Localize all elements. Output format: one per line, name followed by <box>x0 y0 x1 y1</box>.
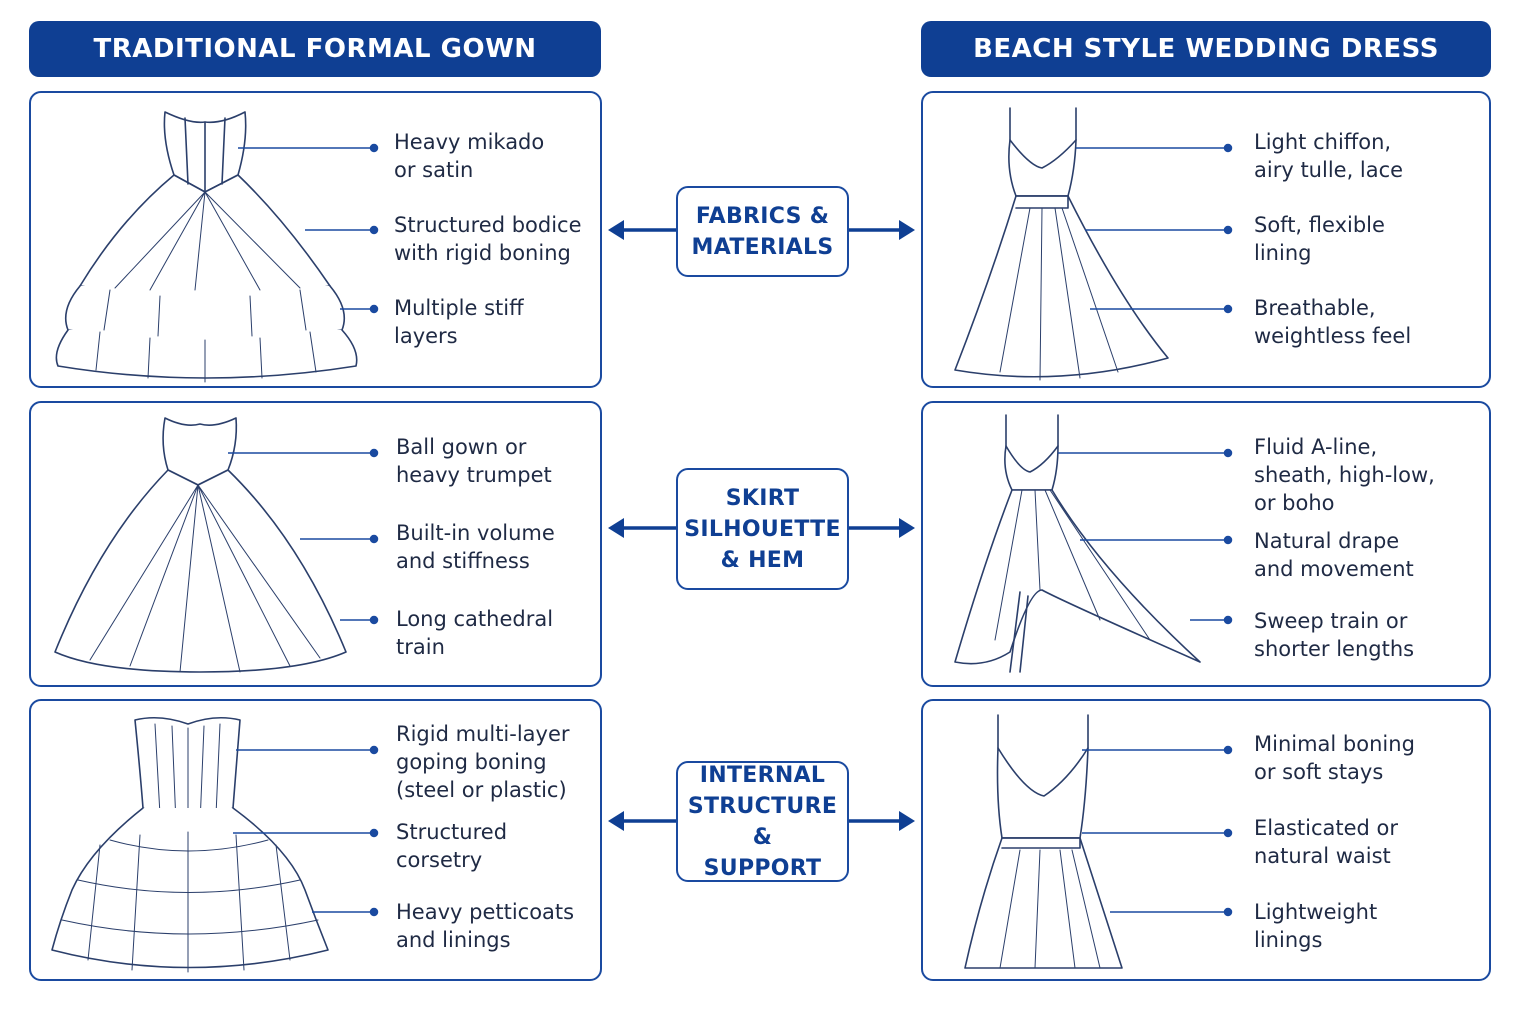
bullet-text: Elasticated or natural waist <box>1254 816 1399 868</box>
category-skirt-silhouette-hem: SKIRT SILHOUETTE & HEM <box>676 468 849 590</box>
arrow-right-icon <box>899 220 915 240</box>
bullet-text: Heavy petticoats and linings <box>396 900 575 952</box>
bullet-text: Multiple stiff layers <box>394 296 524 348</box>
bullet-text: Rigid multi-layer goping boning (steel o… <box>396 722 570 802</box>
bullet-text: Minimal boning or soft stays <box>1254 732 1415 784</box>
bullet-text: Structured bodice with rigid boning <box>394 213 582 265</box>
bullet-text: Sweep train or shorter lengths <box>1254 609 1415 661</box>
traditional-gown-header: TRADITIONAL FORMAL GOWN <box>29 21 601 77</box>
bullet-text: Built-in volume and stiffness <box>396 521 555 573</box>
bullet-text: Soft, flexible lining <box>1254 213 1385 265</box>
arrow-right-icon <box>899 811 915 831</box>
bullet-text: Structured corsetry <box>396 820 508 872</box>
corset-hoop-illustration <box>52 718 328 972</box>
bullet-text: Long cathedral train <box>396 607 554 659</box>
tiered-ball-gown-illustration <box>56 112 356 382</box>
arrow-left-icon <box>608 220 624 240</box>
beach-dress-header: BEACH STYLE WEDDING DRESS <box>921 21 1491 77</box>
flowing-beach-gown-illustration <box>955 108 1168 380</box>
slip-dress-illustration <box>965 715 1122 968</box>
arrow-left-icon <box>608 518 624 538</box>
arrow-right-icon <box>899 518 915 538</box>
category-fabrics-materials: FABRICS & MATERIALS <box>676 186 849 277</box>
bullet-text: Heavy mikado or satin <box>394 130 545 182</box>
bullet-text: Ball gown or heavy trumpet <box>396 435 552 487</box>
arrow-left-icon <box>608 811 624 831</box>
ball-gown-illustration <box>55 418 346 672</box>
bullet-text: Lightweight linings <box>1254 900 1378 952</box>
bullet-text: Light chiffon, airy tulle, lace <box>1254 130 1404 182</box>
bullet-text: Breathable, weightless feel <box>1254 296 1412 348</box>
category-internal-structure-support: INTERNAL STRUCTURE & SUPPORT <box>676 761 849 882</box>
high-low-dress-illustration <box>955 415 1200 672</box>
bullet-text: Fluid A-line, sheath, high-low, or boho <box>1254 435 1435 515</box>
bullet-text: Natural drape and movement <box>1254 529 1414 581</box>
